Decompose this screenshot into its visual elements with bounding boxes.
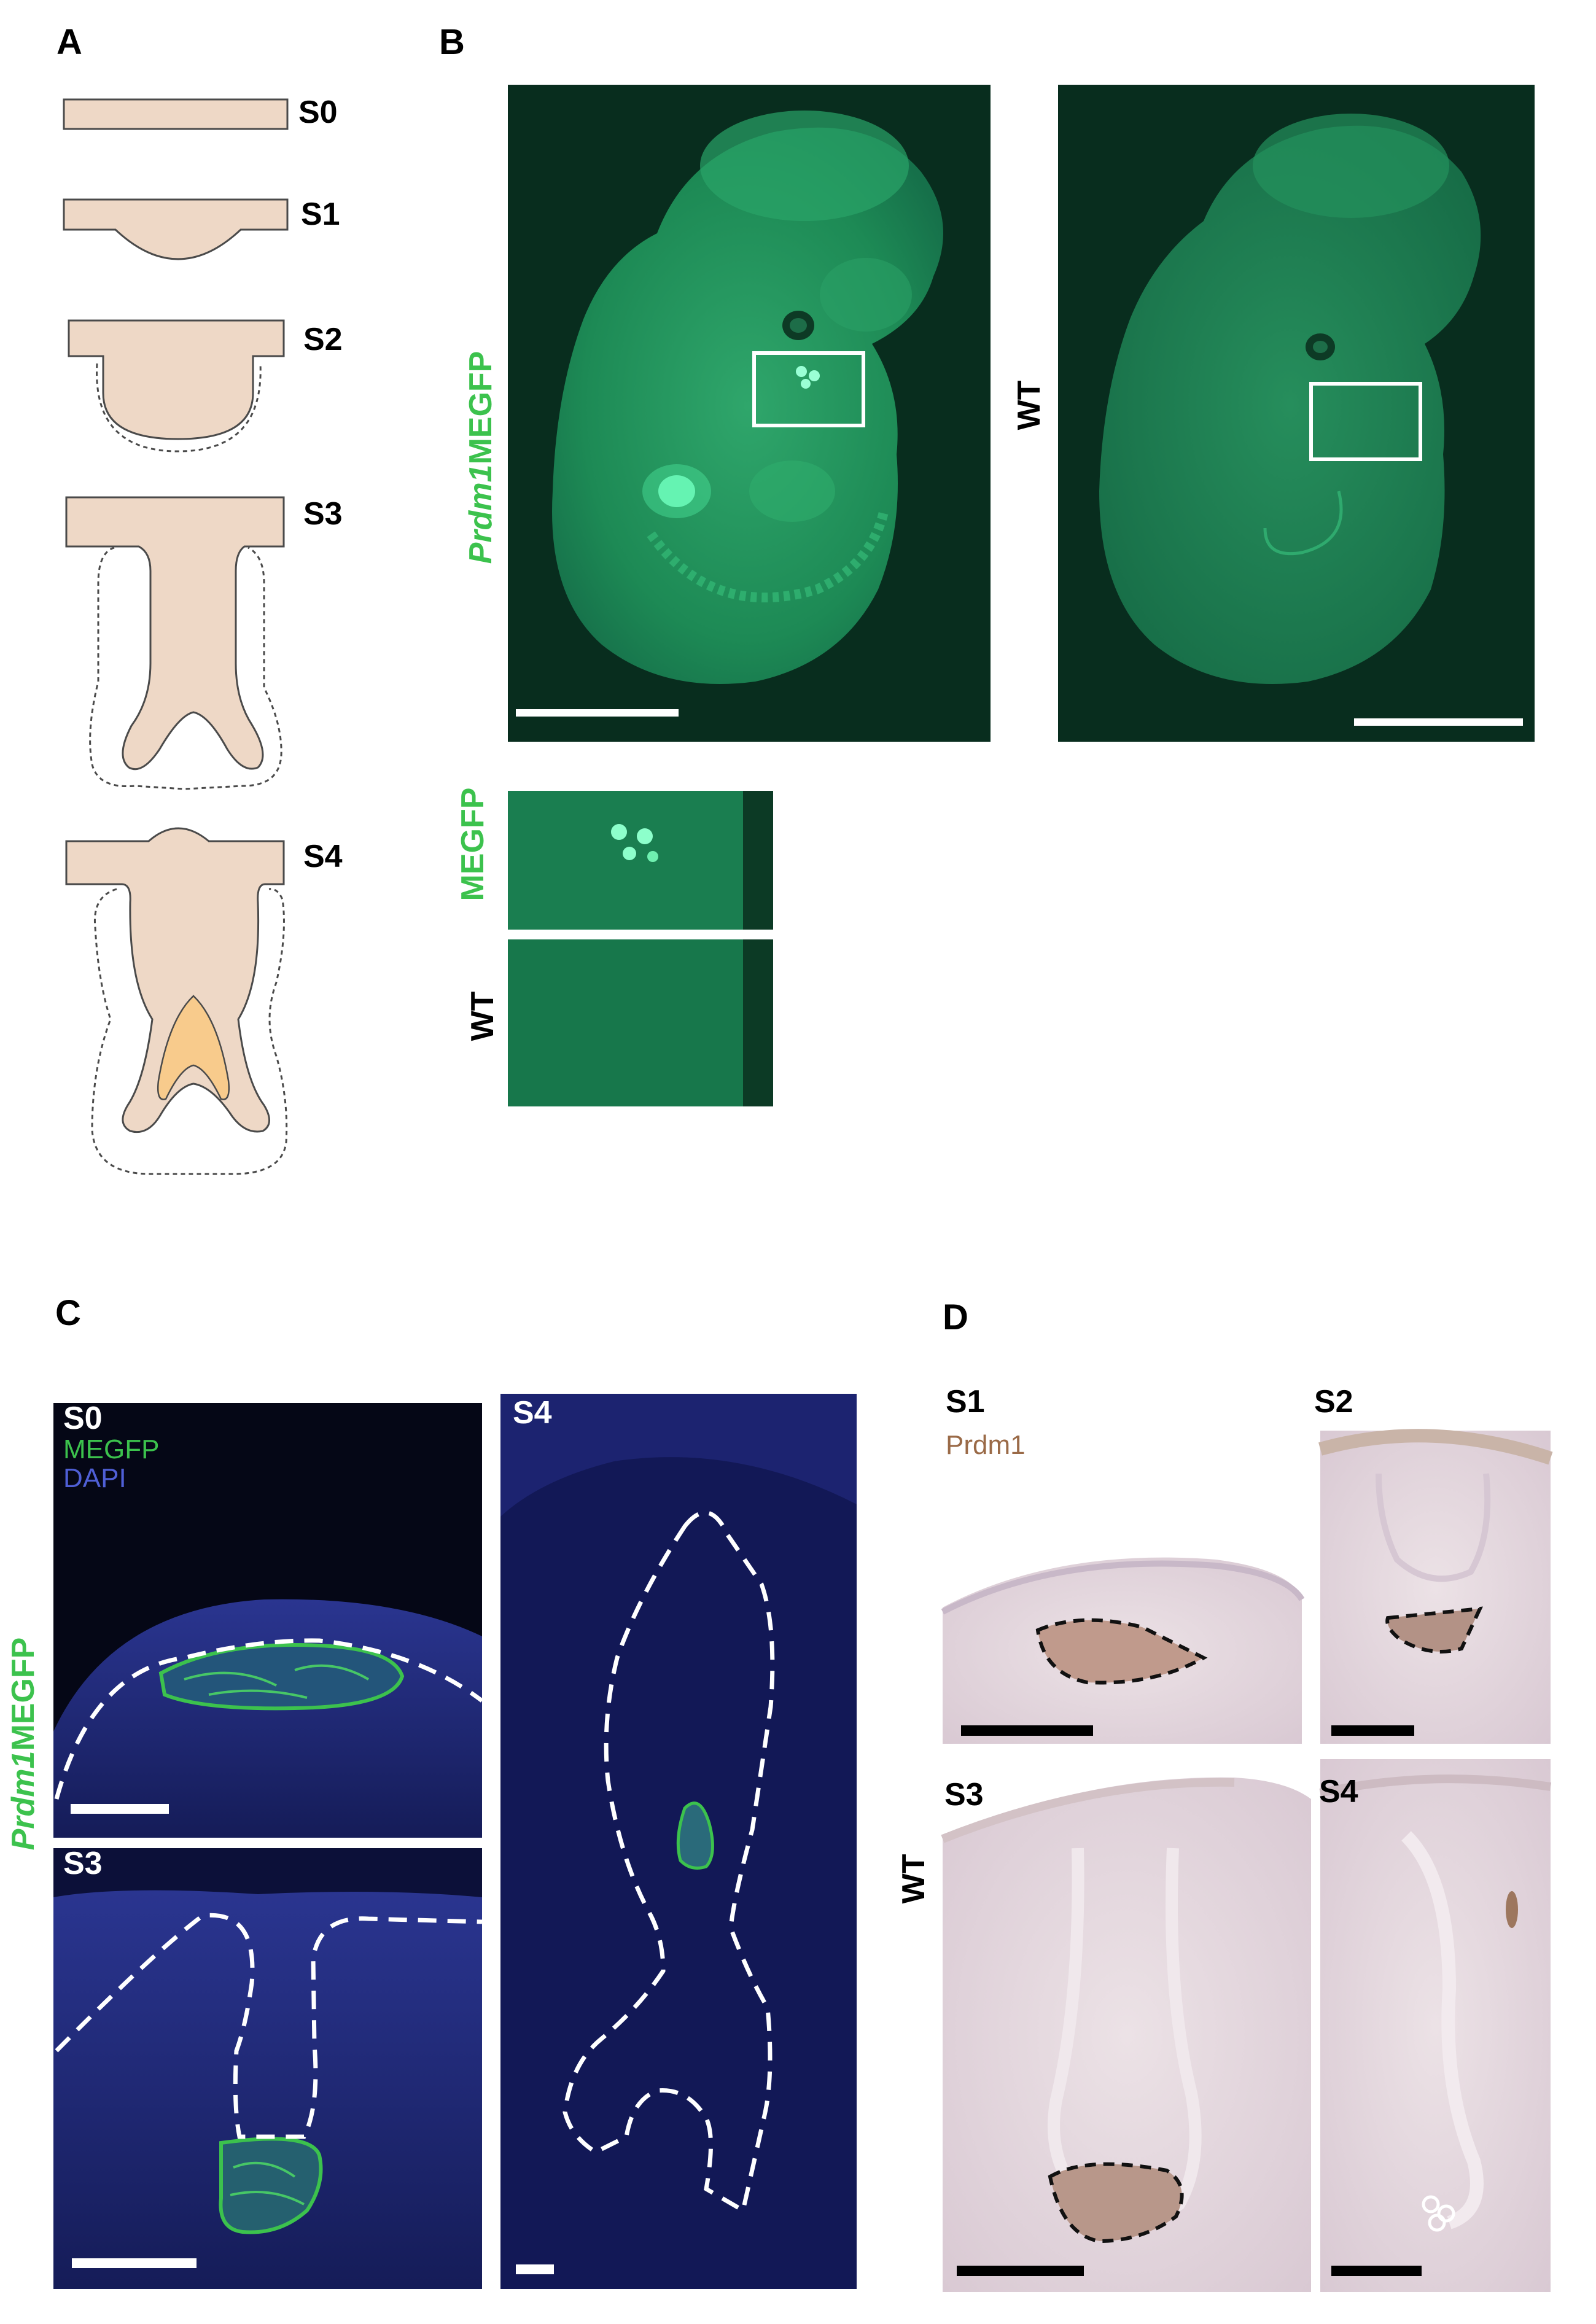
stage-label-s4: S4 [303,839,343,874]
panel-d-s1-stage: S1 [946,1384,985,1420]
panel-c-genotype-italic: Prdm1 [6,1751,41,1851]
panel-b-genotype-rest: MEGFP [463,351,499,465]
panel-b-wt-embryo-image [1058,85,1535,742]
panel-b-genotype-label: Prdm1MEGFP [463,351,499,564]
panel-d-s4-stage: S4 [1319,1774,1358,1809]
inset-wt-image [508,939,773,1106]
panel-b-genotype-italic: Prdm1 [463,465,499,564]
panel-d-s4-image [1319,1759,1552,2292]
panel-label-b: B [439,22,465,62]
stage-s4-core [157,995,230,1100]
panel-label-d: D [943,1297,968,1337]
stage-label-s2: S2 [303,322,343,357]
stage-s4-bell-bud [65,827,285,1133]
stage-s0-epithelium [63,98,289,130]
stage-s2-mesenchyme-outline [96,363,262,453]
stage-s4-mesenchyme-outline [91,888,288,1175]
panel-c-s3-stage: S3 [63,1846,103,1881]
inset-megfp-image [508,791,773,930]
inset-wt-label: WT [465,991,500,1041]
stage-s1-placode [63,198,289,260]
stage-label-s3: S3 [303,496,343,532]
panel-d-s2-image [1318,1429,1553,1744]
panel-b-megfp-embryo-image [508,85,991,742]
panel-c-s3-image [53,1848,483,2289]
panel-c-legend-dapi: DAPI [63,1463,127,1493]
panel-a-schematic [63,98,289,1175]
stage-s3-elongated-bud [65,496,285,771]
panel-d-s3-stage: S3 [944,1777,984,1813]
panel-label-a: A [56,22,82,62]
panel-c-genotype-rest: MEGFP [6,1638,41,1751]
panel-c-legend-megfp: MEGFP [63,1434,159,1464]
panel-label-c: C [55,1293,81,1333]
panel-c-s4-image [500,1394,857,2289]
panel-d-s2-stage: S2 [1314,1384,1353,1420]
panel-c-s0-stage: S0 [63,1401,103,1436]
panel-c-genotype-label: Prdm1MEGFP [6,1638,41,1851]
panel-d-s1-image [941,1557,1305,1744]
panel-c-s4-stage: S4 [513,1395,552,1431]
stage-label-s0: S0 [298,95,338,130]
inset-megfp-label: MEGFP [455,788,491,901]
panel-c-s0-image [53,1403,484,1838]
panel-d-stain-label: Prdm1 [946,1430,1026,1460]
panel-d-s3-image [941,1759,1311,2292]
panel-d-wt-label: WT [896,1854,932,1903]
stage-label-s1: S1 [301,196,340,232]
panel-b-wt-label: WT [1011,380,1047,430]
stage-s2-bud [68,319,285,440]
